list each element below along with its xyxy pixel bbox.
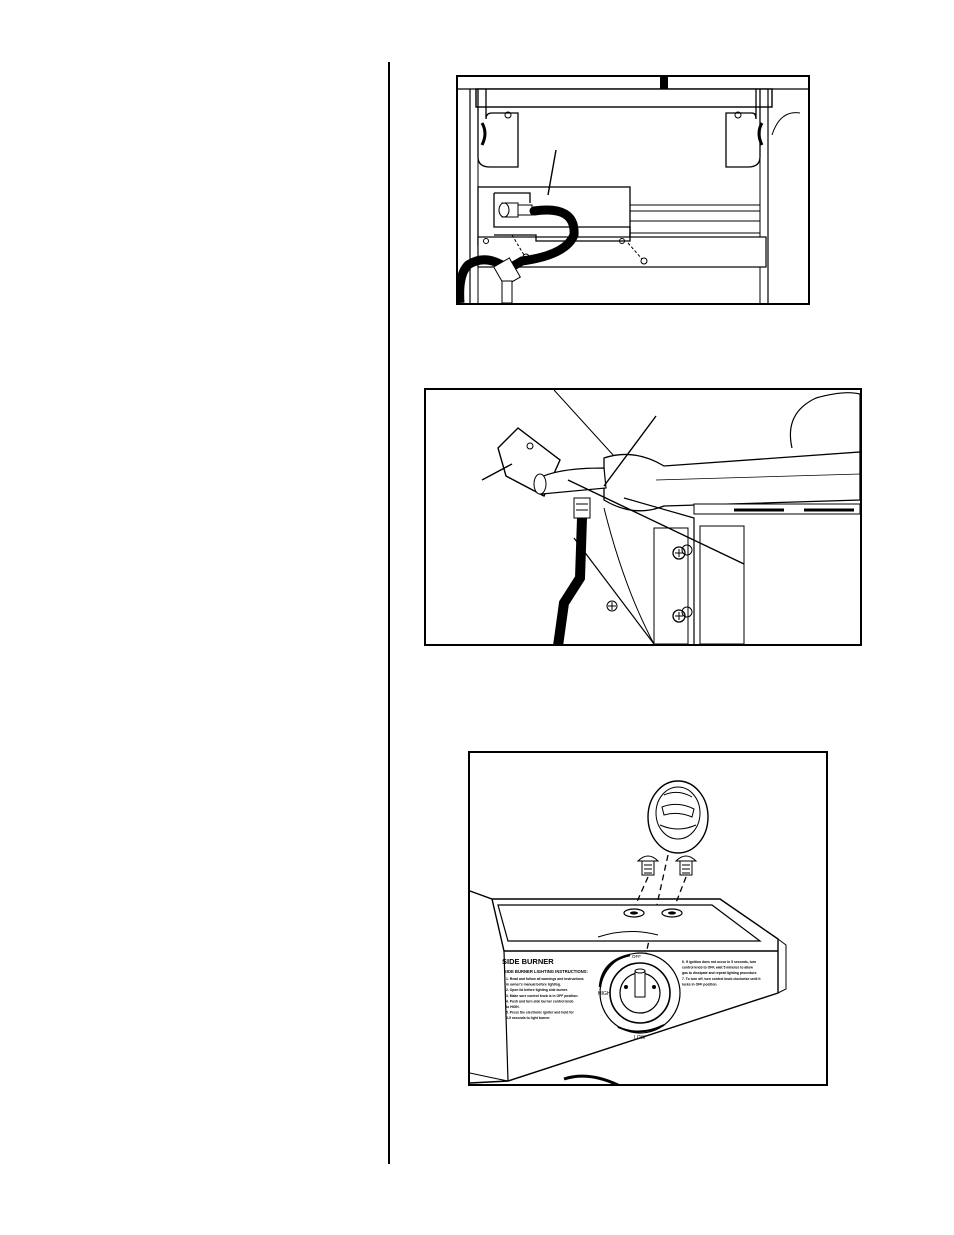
instruction-line: 1. Read and follow all warnings and inst… (506, 977, 584, 981)
instruction-line: 7. To turn off, turn control knob clockw… (682, 977, 761, 981)
instruction-line: 2. Open lid before lighting side burner. (506, 988, 568, 992)
instruction-line: 4. Push and turn side burner control kno… (506, 999, 573, 1003)
dial-bezel: HIGH LOW OFF (598, 952, 681, 1041)
control-knob-icon (647, 780, 709, 854)
control-panel-illustration: HIGH LOW OFF SIDE BURNER SIDE BURNER LIG… (468, 751, 828, 1086)
hose-bracket-figure (456, 75, 810, 305)
column-divider (388, 62, 390, 1164)
instruction-line: 3-5 seconds to light burner. (506, 1016, 550, 1020)
control-panel-figure: HIGH LOW OFF SIDE BURNER SIDE BURNER LIG… (468, 751, 828, 1086)
valve-burner-illustration (424, 388, 862, 646)
instruction-line: 3. Make sure control knob is in OFF posi… (506, 994, 578, 998)
instruction-line: control knob to OFF, wait 5 minutes to a… (682, 966, 753, 970)
valve-burner-figure (424, 388, 862, 646)
hose-bracket-illustration (456, 75, 810, 305)
dial-low-label: LOW (634, 1035, 646, 1041)
panel-left-instructions: 1. Read and follow all warnings and inst… (506, 977, 584, 1020)
dial-high-label: HIGH (598, 991, 611, 997)
panel-heading: SIDE BURNER (502, 957, 554, 966)
panel-right-instructions: 6. If ignition does not occur in 5 secon… (682, 960, 761, 986)
instruction-line: gas to dissipate and repeat lighting pro… (682, 971, 757, 975)
instruction-line: locks in OFF position. (682, 982, 717, 986)
instruction-line: 5. Press the electronic igniter and hold… (506, 1011, 575, 1015)
instruction-line: to HIGH. (506, 1005, 520, 1009)
panel-subheading: SIDE BURNER LIGHTING INSTRUCTIONS: (504, 969, 588, 974)
instruction-line: in owner's manual before lighting. (506, 983, 561, 987)
screw-icon (636, 855, 698, 876)
dial-off-label: OFF (632, 954, 641, 959)
instruction-line: 6. If ignition does not occur in 5 secon… (682, 960, 756, 964)
